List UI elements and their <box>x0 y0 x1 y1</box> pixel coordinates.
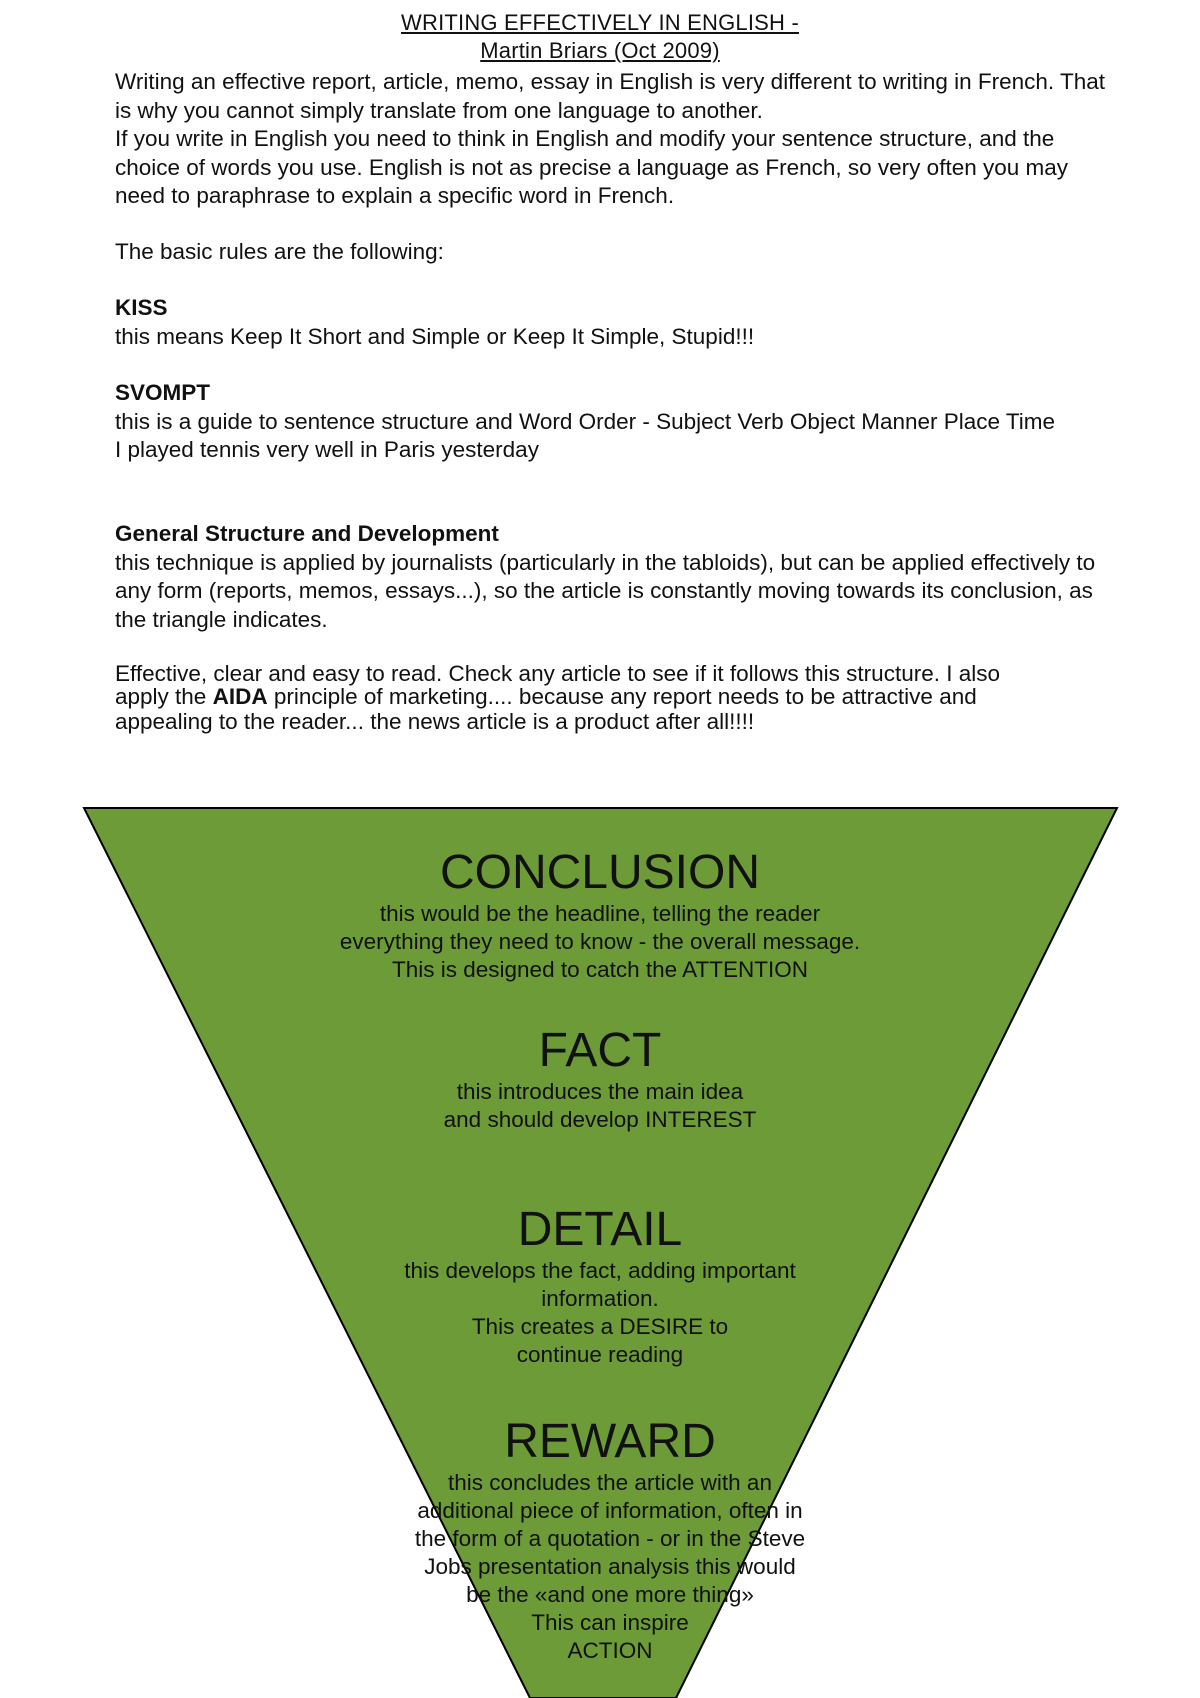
level-fact: FACT this introduces the main idea and s… <box>300 1024 900 1134</box>
level-line: ACTION <box>567 1638 653 1663</box>
level-line: be the «and one more thing» <box>466 1582 754 1607</box>
structure-section: General Structure and Development this t… <box>115 520 1105 634</box>
title-line-1: WRITING EFFECTIVELY IN ENGLISH - <box>401 10 799 35</box>
level-line: this concludes the article with an <box>448 1470 772 1495</box>
level-heading: FACT <box>538 1024 662 1077</box>
level-line: and should develop INTEREST <box>443 1107 757 1132</box>
rules-intro: The basic rules are the following: <box>115 238 1105 267</box>
kiss-section: KISS this means Keep It Short and Simple… <box>115 294 1105 351</box>
level-line: Jobs presentation analysis this would <box>424 1554 796 1579</box>
level-heading: REWARD <box>504 1415 716 1468</box>
level-line: This is designed to catch the ATTENTION <box>392 957 808 982</box>
level-line: This creates a DESIRE to <box>471 1314 729 1339</box>
closing-section: Effective, clear and easy to read. Check… <box>115 662 1105 736</box>
svompt-heading: SVOMPT <box>115 380 211 405</box>
svompt-section: SVOMPT this is a guide to sentence struc… <box>115 379 1105 465</box>
level-detail: DETAIL this develops the fact, adding im… <box>300 1203 900 1369</box>
level-line: this introduces the main idea <box>456 1079 744 1104</box>
level-line: continue reading <box>516 1342 684 1367</box>
level-line: This can inspire <box>531 1610 689 1635</box>
level-line: information. <box>541 1286 659 1311</box>
level-line: this develops the fact, adding important <box>404 1258 796 1283</box>
svompt-example: I played tennis very well in Paris yeste… <box>115 437 539 462</box>
kiss-heading: KISS <box>115 295 168 320</box>
closing-line-2: apply the AIDA principle of marketing...… <box>115 685 1105 708</box>
intro-text-2: If you write in English you need to thin… <box>115 126 1069 208</box>
level-line: this would be the headline, telling the … <box>379 901 821 926</box>
level-line: the form of a quotation - or in the Stev… <box>414 1526 806 1551</box>
kiss-text: this means Keep It Short and Simple or K… <box>115 323 755 349</box>
structure-heading: General Structure and Development <box>115 521 499 546</box>
intro-text-1: Writing an effective report, article, me… <box>115 69 1106 123</box>
intro-paragraph: Writing an effective report, article, me… <box>115 68 1105 211</box>
rules-intro-text: The basic rules are the following: <box>115 239 444 264</box>
structure-text: this technique is applied by journalists… <box>115 549 1096 632</box>
inverted-triangle <box>82 807 1119 1698</box>
aida-term: AIDA <box>212 684 268 709</box>
title-line-2: Martin Briars (Oct 2009) <box>480 38 720 63</box>
closing-line-2-pre: apply the <box>115 684 213 709</box>
closing-line-1: Effective, clear and easy to read. Check… <box>115 661 1000 686</box>
closing-line-2-post: principle of marketing.... because any r… <box>267 684 977 709</box>
svompt-text: this is a guide to sentence structure an… <box>115 408 1056 434</box>
level-line: everything they need to know - the overa… <box>339 929 861 954</box>
level-heading: DETAIL <box>517 1203 683 1256</box>
level-reward: REWARD this concludes the article with a… <box>310 1415 910 1665</box>
level-line: additional piece of information, often i… <box>417 1498 803 1523</box>
level-heading: CONCLUSION <box>439 846 761 899</box>
closing-line-3: appealing to the reader... the news arti… <box>115 709 755 734</box>
level-conclusion: CONCLUSION this would be the headline, t… <box>300 846 900 984</box>
